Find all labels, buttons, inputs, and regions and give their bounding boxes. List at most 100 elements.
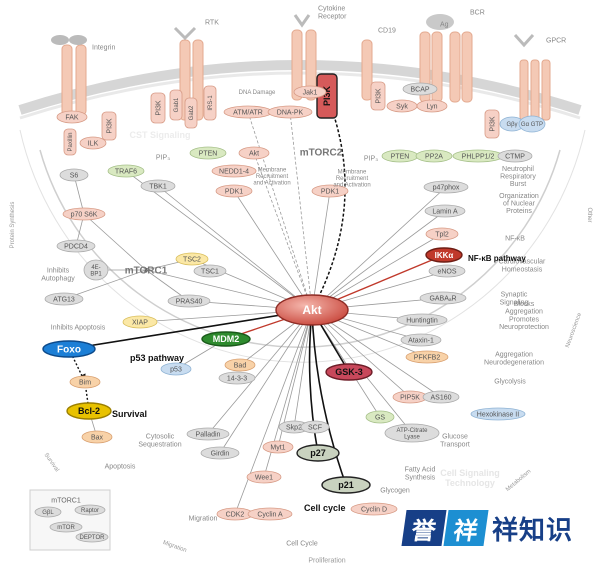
node-huntingtin	[396, 313, 448, 327]
edge-akt-pdk1_b	[311, 190, 332, 311]
node-nedd-label: NEDD1-4	[219, 168, 249, 175]
node-ilk	[79, 136, 107, 150]
node-p1433	[218, 371, 256, 385]
label-proliferation: Proliferation	[308, 557, 345, 564]
node-scf-label: SCF	[308, 424, 322, 431]
node-bax	[81, 430, 113, 444]
node-irs1	[203, 85, 217, 121]
node-tsc2-label: TSC2	[183, 256, 201, 263]
node-bad	[224, 358, 256, 372]
node-nedd	[211, 164, 257, 178]
node-hk2-label: Hexokinase II	[477, 411, 519, 418]
label-cellcycle-bold: Cell cycle	[304, 503, 346, 513]
node-pi3k-rtk	[150, 92, 166, 124]
node-atm-label: ATM/ATR	[233, 109, 263, 116]
label-pip3-b: PIP₃	[364, 155, 378, 162]
label-nfkb-path: NF-κB pathway	[468, 254, 526, 263]
node-phlpp-label: PHLPP1/2	[462, 153, 495, 160]
node-gs-label: GS	[375, 414, 385, 421]
node-lamin	[424, 204, 466, 218]
edge-mtorc1-atg13	[62, 269, 147, 302]
node-pi3k-gpcr	[484, 109, 500, 139]
node-tsc1	[193, 264, 227, 278]
node-huntingtin-label: Huntingtin	[406, 317, 438, 324]
node-fak	[56, 110, 88, 124]
node-legend-gbl-label: GβL	[42, 510, 54, 516]
node-pi3k-rtk-label: PI3K	[155, 100, 162, 116]
receptor-cd19-label: CD19	[378, 27, 396, 34]
node-gab2	[184, 97, 198, 129]
node-bcl2-label: Bcl-2	[78, 406, 100, 416]
node-p47-label: p47phox	[433, 184, 460, 191]
node-traf6-label: TRAF6	[115, 168, 137, 175]
label-watermark-a: CST Signaling	[129, 130, 190, 140]
edge-akt-lamin	[311, 210, 446, 311]
edge-akt-palladin	[207, 309, 313, 435]
edge-akt-as160	[311, 309, 442, 398]
node-ataxin	[400, 333, 442, 347]
label-survival-arc: Survival	[43, 452, 60, 473]
receptor-bcr-label: BCR	[470, 9, 485, 16]
node-lyn-label: Lyn	[426, 103, 437, 110]
edge-mtorc1-p70	[83, 213, 147, 271]
node-ikka-label: IKKα	[435, 251, 454, 260]
node-cyclind-label: Cyclin D	[361, 506, 387, 513]
node-gab1	[169, 89, 183, 121]
node-legend-mtor-label: mTOR	[57, 525, 75, 531]
edge-atm-akt	[247, 111, 313, 311]
label-prot-syn: Protein Synthesis	[10, 202, 16, 249]
label-glycogen: Glycogen	[380, 487, 410, 494]
node-ga	[518, 115, 546, 133]
node-gab2-label: Gab2	[189, 105, 195, 120]
node-myt1-label: Myt1	[270, 444, 285, 451]
node-s6-label: S6	[70, 172, 79, 179]
node-legend-raptor-label: Raptor	[81, 508, 99, 514]
node-traf6	[107, 164, 145, 178]
node-gabaar	[419, 291, 467, 305]
node-pi3k-integ	[101, 111, 117, 141]
node-skp2-label: Skp2	[286, 424, 302, 431]
node-cyclina-label: Cyclin A	[257, 511, 283, 518]
node-p21-label: p21	[338, 480, 354, 490]
node-s6	[59, 168, 89, 182]
node-gs	[365, 410, 395, 424]
node-foxo-label: Foxo	[57, 345, 81, 356]
node-fak-label: FAK	[65, 114, 79, 121]
label-legend-title: mTORC1	[51, 497, 81, 504]
node-pi3k-cd19-label: PI3K	[375, 88, 382, 104]
label-p53path: p53 pathway	[130, 353, 184, 363]
node-enos-label: eNOS	[437, 268, 456, 275]
node-akt-label: Akt	[302, 303, 321, 317]
node-cyclind	[350, 502, 398, 516]
node-mdm2-label: MDM2	[213, 334, 240, 344]
label-nfkb: NF-κB	[505, 235, 525, 242]
node-dnapk-label: DNA-PK	[277, 109, 304, 116]
node-mtorc2-label: mTORC2	[300, 148, 343, 159]
node-wee1-label: Wee1	[255, 474, 273, 481]
node-wee1	[246, 470, 282, 484]
node-gabaar-label: GABAₐR	[429, 295, 456, 302]
node-pras40-label: PRAS40	[176, 298, 203, 305]
label-migration-arc: Migration	[162, 540, 187, 554]
node-atg13	[44, 292, 84, 306]
node-ebp1-label: 4E-BP1	[90, 265, 102, 278]
node-bax-label: Bax	[91, 434, 104, 441]
node-foxo	[42, 340, 96, 358]
node-tsc2	[175, 252, 209, 266]
label-neuro-arc: Neuroscience	[565, 311, 583, 348]
node-akt-small-label: Akt	[249, 150, 259, 157]
edge-akt-girdin	[219, 309, 313, 454]
edge-akt_small-akt	[253, 152, 313, 311]
edge-p70-s6	[72, 174, 85, 215]
